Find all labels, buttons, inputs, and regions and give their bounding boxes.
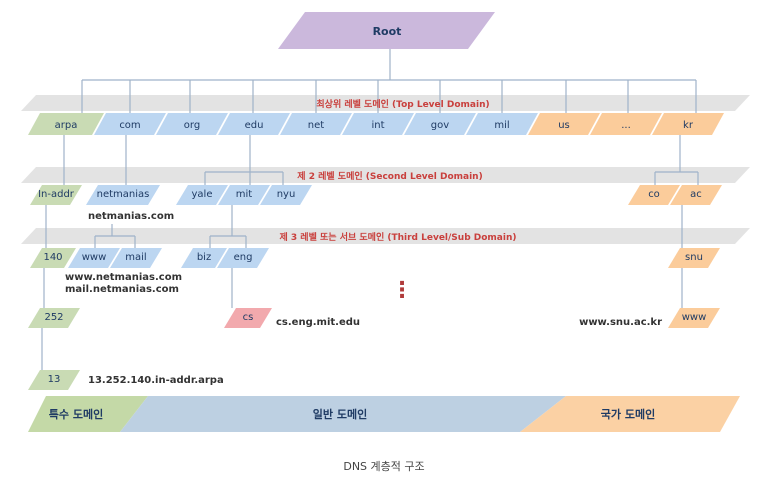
third-mail-node [110, 248, 162, 268]
sld-ac-node [670, 185, 722, 205]
figure-caption: DNS 계층적 구조 [343, 460, 425, 473]
tld-ellipsis-node [590, 113, 662, 135]
tld-int-node [342, 113, 414, 135]
tld-us-label: us [558, 120, 570, 131]
third-snu-node [668, 248, 720, 268]
mail-fqdn: mail.netmanias.com [65, 284, 179, 295]
fourth-www-node [668, 308, 720, 328]
sld-co-node [628, 185, 680, 205]
fourth-www-label: www [682, 312, 707, 323]
fourth-252-node [28, 308, 80, 328]
top-level-plane [21, 95, 750, 111]
fourth-cs-label: cs [243, 312, 254, 323]
general-domain-label: 일반 도메인 [313, 407, 367, 421]
netmanias-fqdn: netmanias.com [88, 211, 174, 222]
third-www-label: www [82, 252, 107, 263]
tld-us-node [528, 113, 600, 135]
sld-ac-label: ac [690, 189, 702, 200]
tld-net-node [280, 113, 352, 135]
tld-com-node [94, 113, 166, 135]
root-label: Root [373, 25, 402, 38]
tld-org-node [156, 113, 228, 135]
fifth-13-label: 13 [48, 374, 61, 385]
third-140-label: 140 [43, 252, 62, 263]
tld-mil-label: mil [494, 120, 509, 131]
sld-co-label: co [648, 189, 660, 200]
tld-kr-label: kr [683, 120, 694, 131]
general-domain-band [120, 396, 566, 432]
sld-inaddr-label: In-addr [38, 189, 75, 200]
third-level-plane [21, 228, 750, 244]
sld-netmanias-node [86, 185, 160, 205]
special-domain-band [28, 396, 148, 432]
country-domain-band [520, 396, 740, 432]
arpa-fqdn: 13.252.140.in-addr.arpa [88, 375, 224, 386]
special-domain-label: 특수 도메인 [49, 407, 103, 421]
snu-fqdn: www.snu.ac.kr [579, 317, 662, 328]
third-eng-node [217, 248, 269, 268]
third-biz-node [181, 248, 227, 268]
third-eng-label: eng [234, 252, 253, 263]
third-level-title: 제 3 레벨 또는 서브 도메인 (Third Level/Sub Domain… [280, 231, 517, 243]
third-snu-label: snu [685, 252, 703, 263]
fifth-13-node [28, 370, 80, 390]
sld-mit-node [218, 185, 270, 205]
sld-nyu-label: nyu [277, 189, 296, 200]
sld-yale-label: yale [192, 189, 213, 200]
tld-arpa-label: arpa [55, 120, 78, 131]
tld-ellipsis-label: ... [621, 120, 631, 131]
top-level-title: 최상위 레벨 도메인 (Top Level Domain) [316, 98, 489, 110]
tld-org-label: org [184, 120, 200, 131]
tld-com-label: com [119, 120, 140, 131]
cs-fqdn: cs.eng.mit.edu [276, 317, 360, 328]
www-fqdn: www.netmanias.com [65, 272, 182, 283]
sld-inaddr-node [30, 185, 82, 205]
tld-mil-node [466, 113, 538, 135]
ellipsis-vertical: ⋮ [391, 278, 413, 303]
root-node [278, 12, 495, 49]
second-level-title: 제 2 레벨 도메인 (Second Level Domain) [297, 170, 482, 182]
third-140-node [30, 248, 76, 268]
sld-nyu-node [260, 185, 312, 205]
country-domain-label: 국가 도메인 [601, 407, 655, 421]
second-level-plane [21, 167, 750, 183]
fourth-252-label: 252 [44, 312, 63, 323]
tld-kr-node [652, 113, 724, 135]
sld-netmanias-label: netmanias [97, 189, 150, 200]
tld-edu-label: edu [245, 120, 264, 131]
connector-lines [41, 49, 699, 370]
tld-gov-node [404, 113, 476, 135]
fourth-cs-node [224, 308, 272, 328]
sld-mit-label: mit [236, 189, 253, 200]
third-www-node [68, 248, 120, 268]
sld-yale-node [176, 185, 228, 205]
third-biz-label: biz [197, 252, 211, 263]
tld-edu-node [218, 113, 290, 135]
tld-int-label: int [371, 120, 384, 131]
tld-net-label: net [308, 120, 324, 131]
third-mail-label: mail [125, 252, 146, 263]
tld-arpa-node [28, 113, 104, 135]
tld-gov-label: gov [431, 120, 449, 131]
